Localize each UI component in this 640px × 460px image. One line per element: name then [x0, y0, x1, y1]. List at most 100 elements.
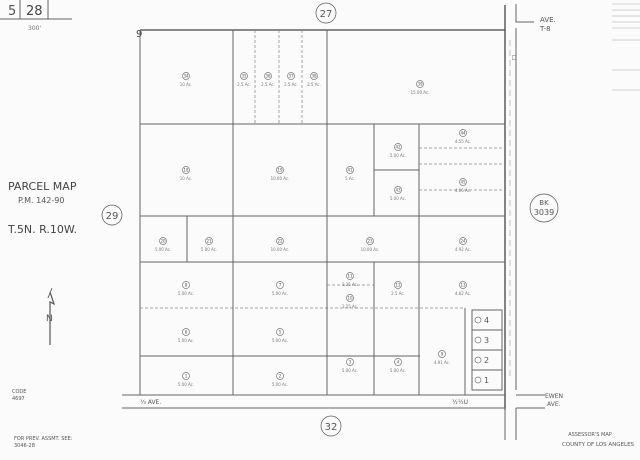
svg-text:BK: BK [539, 199, 549, 207]
parcel-7[interactable]: 75.00 Ac. [272, 281, 288, 297]
parcel-number: 21 [206, 239, 212, 244]
parcel-4[interactable]: 4 5.00 Ac. [390, 358, 406, 374]
parcel-map-title-block: PARCEL MAP P.M. 142-90 T.5N. R.10W. [7, 180, 77, 236]
parcel-10[interactable]: 101.25 Ac. [342, 294, 358, 310]
parcel-area: 5.00 Ac. [272, 338, 288, 343]
parcel-number: 37 [288, 74, 294, 79]
parcel-38[interactable]: 382.5 Ac. [307, 72, 321, 88]
parcel-41[interactable]: 415 Ac. [345, 166, 355, 182]
parcel-12[interactable]: 122.5 Ac. [391, 281, 405, 297]
small-lot-4[interactable]: 4 [474, 316, 489, 325]
footer-line-1: ASSESSOR'S MAP [568, 432, 612, 438]
parcel-number: 20 [160, 239, 166, 244]
bottom-left-road-label: ⅓ AVE. [140, 399, 161, 406]
parcel-8[interactable]: 85.00 Ac. [178, 281, 194, 297]
parcel-area: 5.00 Ac. [201, 247, 217, 252]
margin-notes [612, 3, 640, 91]
right-road-label: ☐ [510, 55, 517, 60]
map-scale: 300' [28, 25, 41, 32]
parcel-number-circle [276, 281, 284, 289]
parcel-area: 5 Ac. [345, 176, 355, 181]
svg-text:4: 4 [484, 316, 489, 325]
parcel-number: 36 [265, 74, 271, 79]
parcel-area: 2.5 Ac. [237, 82, 251, 87]
svg-text:3039: 3039 [534, 208, 554, 217]
parcel-number: 43 [395, 188, 401, 193]
parcel-9[interactable]: 94.91 Ac. [434, 350, 450, 366]
parcel-number-circle [459, 281, 467, 289]
bottom-mid-road-label: ½½U [452, 399, 468, 406]
parcel-number: 6 [185, 330, 188, 335]
small-lots: 4 3 2 1 [474, 316, 489, 385]
svg-text:2: 2 [484, 356, 489, 365]
parcel-number-circle [416, 80, 424, 88]
parcel-number-circle [276, 328, 284, 336]
parcel-43[interactable]: 435.00 Ac. [390, 186, 406, 202]
parcel-number: 1 [185, 374, 188, 379]
parcel-area: 10 Ac. [180, 176, 193, 181]
parcel-44[interactable]: 444.55 Ac. [455, 129, 471, 145]
small-lot-1[interactable]: 1 [474, 376, 489, 385]
parcel-18[interactable]: 18 10 Ac. [180, 166, 193, 182]
parcel-number: 5 [279, 330, 282, 335]
parcel-number: 2 [279, 374, 282, 379]
code-label: CODE [12, 389, 26, 395]
parcel-number: 45 [460, 180, 466, 185]
small-lot-3[interactable]: 3 [474, 336, 489, 345]
top-right-road: AVE. T-8 [515, 4, 556, 33]
parcel-number-circle [287, 72, 295, 80]
parcel-number-circle [346, 272, 354, 280]
parcel-number-circle [182, 166, 190, 174]
small-lot-2[interactable]: 2 [474, 356, 489, 365]
section-top-marker: 27 [315, 2, 337, 24]
parcel-number: 11 [347, 274, 353, 279]
svg-text:AVE.: AVE. [540, 16, 556, 24]
parcel-35[interactable]: 35 2.5 Ac. [237, 72, 251, 88]
parcel-5[interactable]: 5 5.00 Ac. [272, 328, 288, 344]
svg-text:T-8: T-8 [539, 25, 551, 33]
parcel-number-circle [159, 237, 167, 245]
parcel-number: 18 [183, 168, 189, 173]
parcel-area: 5.00 Ac. [178, 338, 194, 343]
parcel-area: 10.00 Ac. [361, 247, 380, 252]
parcel-number: 34 [183, 74, 189, 79]
parcel-area: 10 Ac. [180, 82, 193, 87]
parcel-24[interactable]: 244.92 Ac. [455, 237, 471, 253]
parcel-map-title: PARCEL MAP [8, 180, 77, 193]
ewen-road-label-b: AVE. [547, 401, 561, 408]
parcel-number-circle [182, 72, 190, 80]
parcel-13[interactable]: 134.82 Ac. [455, 281, 471, 297]
parcel-42[interactable]: 425.00 Ac. [390, 143, 406, 159]
svg-text:3: 3 [484, 336, 489, 345]
parcel-number-circle [394, 186, 402, 194]
parcel-1[interactable]: 15.00 Ac. [178, 372, 194, 388]
map-book-header: 5 28 300' [0, 0, 72, 32]
parcel-area: 2.5 Ac. [391, 291, 405, 296]
parcel-number-circle [459, 178, 467, 186]
parcel-area: 5.00 Ac. [178, 291, 194, 296]
parcel-20[interactable]: 205.00 Ac. [155, 237, 171, 253]
parcel-37[interactable]: 372.5 Ac. [284, 72, 298, 88]
parcel-11[interactable]: 111.25 Ac. [342, 272, 358, 288]
parcel-21[interactable]: 21 5.00 Ac. [201, 237, 217, 253]
parcel-number: 4 [397, 360, 400, 365]
parcel-number-circle [264, 72, 272, 80]
parcel-number-circle [459, 129, 467, 137]
page-fragment: 5 [8, 4, 16, 19]
parcel-3[interactable]: 35.00 Ac. [342, 358, 358, 374]
parcel-36[interactable]: 362.5 Ac. [261, 72, 275, 88]
parcel-area: 5.00 Ac. [390, 368, 406, 373]
parcel-6[interactable]: 6 5.00 Ac. [178, 328, 194, 344]
parcel-number: 35 [241, 74, 247, 79]
parcel-2[interactable]: 25.00 Ac. [272, 372, 288, 388]
parcel-area: 1.25 Ac. [342, 304, 358, 309]
parcel-number-circle [346, 294, 354, 302]
parcel-34[interactable]: 34 10 Ac. [180, 72, 193, 88]
parcel-45[interactable]: 454.66 Ac. [455, 178, 471, 194]
